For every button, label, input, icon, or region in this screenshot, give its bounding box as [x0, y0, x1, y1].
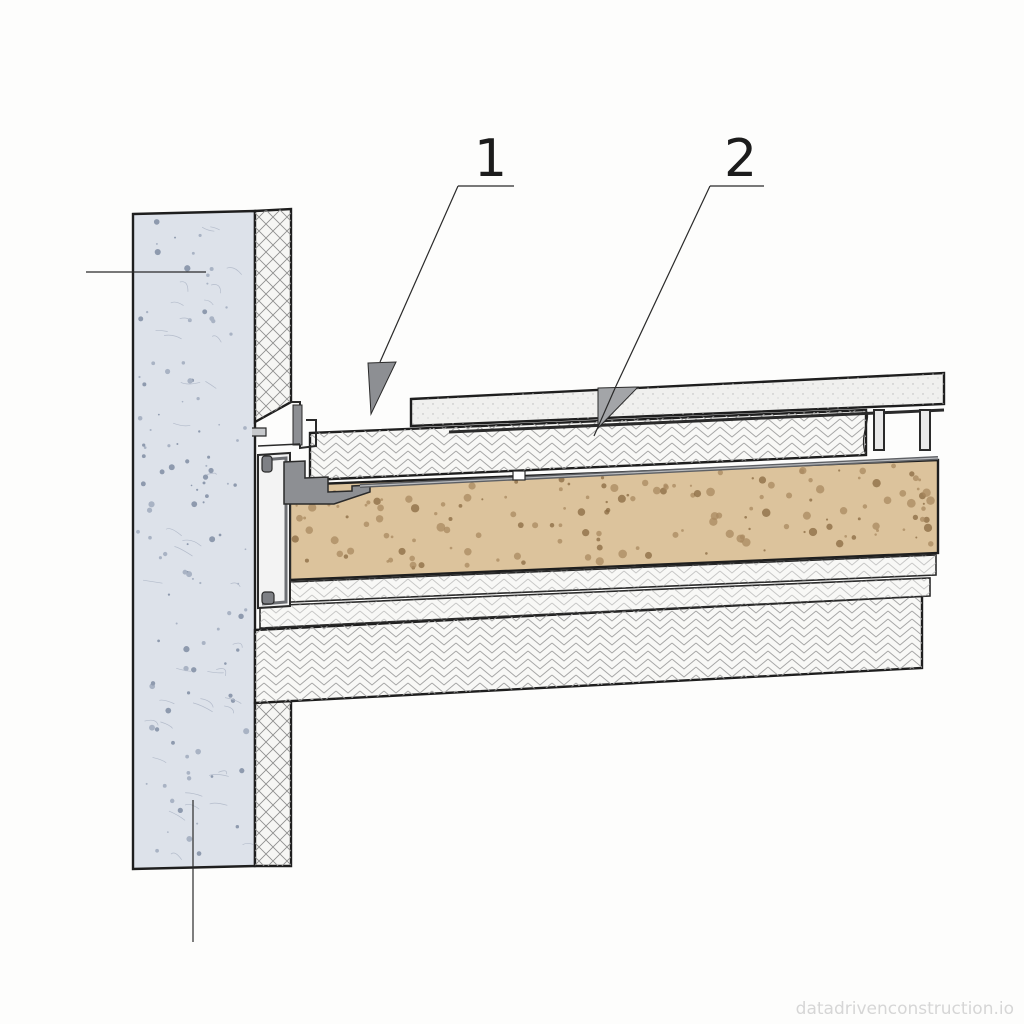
watermark-text: datadrivenconstruction.io	[796, 999, 1014, 1019]
metal-edge-profile	[252, 401, 939, 610]
sand-screed-layer	[288, 458, 940, 582]
concrete-wall	[131, 209, 257, 871]
callout-2: 2	[593, 129, 764, 437]
support-pedestals	[873, 409, 931, 451]
callout-number-1: 1	[474, 129, 507, 189]
top-paving-slab	[409, 371, 946, 434]
membrane-layers	[259, 554, 937, 629]
callout-1: 1	[367, 129, 514, 416]
callout-number-2: 2	[724, 129, 757, 189]
upper-insulation-layer	[308, 408, 869, 482]
wall-insulation-lower	[253, 697, 293, 868]
wall-leader-lines	[86, 271, 206, 942]
lower-insulation-slab	[253, 594, 924, 705]
wall-insulation-upper	[253, 207, 293, 425]
